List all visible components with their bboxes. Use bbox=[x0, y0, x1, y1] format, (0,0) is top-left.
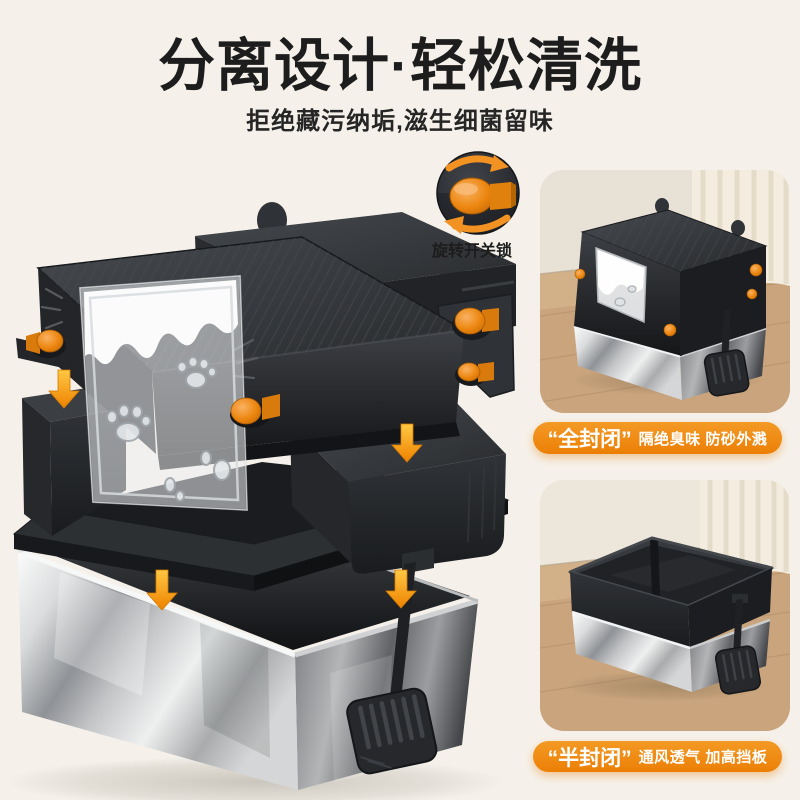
photo-card-semi-enclosed bbox=[540, 480, 790, 731]
down-arrow-icon bbox=[48, 369, 423, 611]
badge-quote: “全封闭” bbox=[547, 428, 632, 451]
litter-scoop bbox=[703, 309, 750, 397]
badge-full-enclosed: “全封闭” 隔绝臭味 防砂外溅 bbox=[533, 422, 782, 454]
lock-knob-icon bbox=[26, 307, 499, 428]
product-full-enclosed bbox=[573, 198, 768, 400]
rotate-arrows-icon bbox=[444, 155, 511, 234]
badge-semi-enclosed: “半封闭” 通风透气 加高挡板 bbox=[533, 741, 782, 772]
page-subtitle: 拒绝藏污纳垢,滋生细菌留味 bbox=[246, 108, 554, 135]
paw-print-icon bbox=[106, 356, 231, 502]
whisker-marks-left bbox=[40, 287, 64, 330]
curtain bbox=[700, 480, 790, 576]
product-semi-enclosed bbox=[568, 536, 774, 695]
lock-knob-icon bbox=[574, 263, 763, 337]
rotate-lock-callout: 旋转开关锁 bbox=[431, 151, 520, 260]
semi-enclosed-photo bbox=[540, 480, 790, 731]
badge-desc: 隔绝臭味 防砂外溅 bbox=[638, 430, 768, 448]
page-title: 分离设计·轻松清洗 bbox=[158, 34, 642, 98]
photo-card-full-enclosed bbox=[540, 170, 790, 413]
callout-label: 旋转开关锁 bbox=[431, 241, 512, 260]
transparent-door bbox=[78, 274, 249, 512]
fully-enclosed-photo bbox=[540, 170, 790, 413]
badge-quote: “半封闭” bbox=[547, 746, 632, 770]
exploded-view-illustration: 旋转开关锁 bbox=[5, 151, 520, 800]
lock-knob-icon bbox=[449, 177, 495, 215]
litter-scoop bbox=[715, 594, 761, 695]
badge-desc: 通风透气 加高挡板 bbox=[638, 749, 768, 766]
